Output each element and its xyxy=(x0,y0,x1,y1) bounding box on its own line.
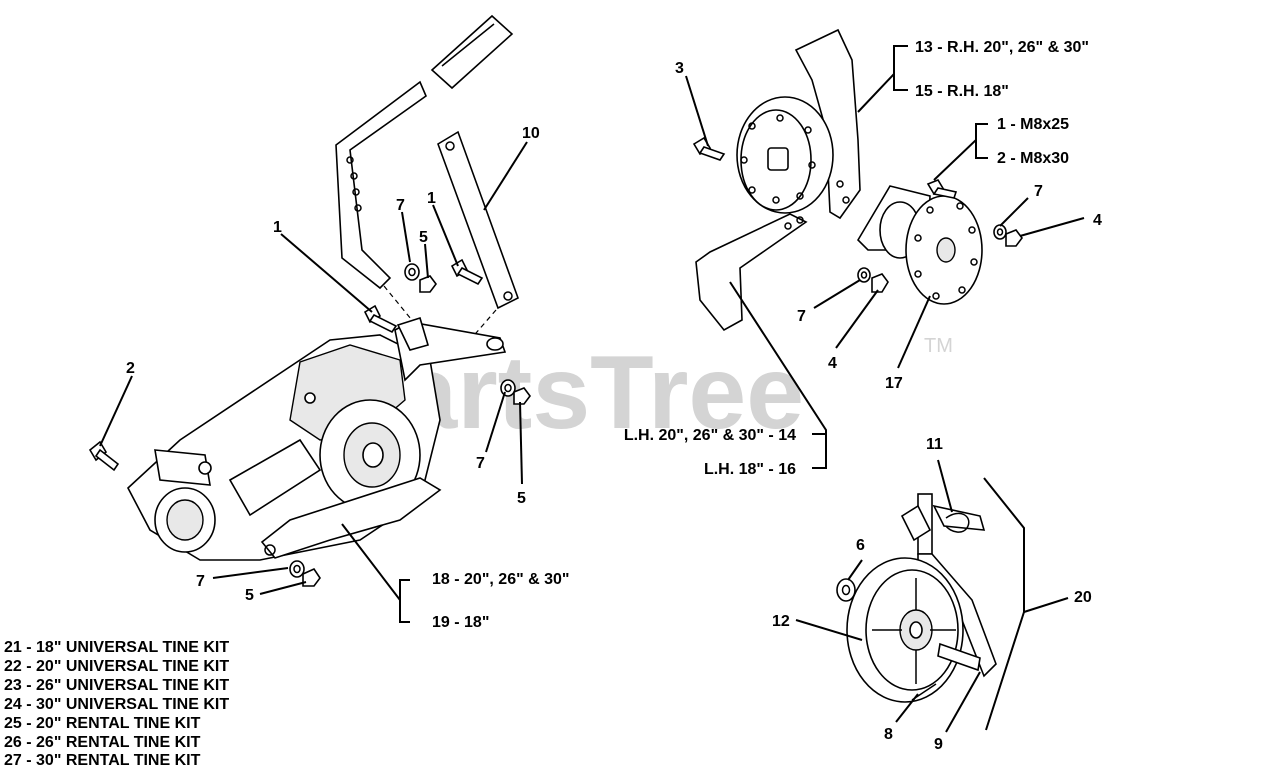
leader-9 xyxy=(945,671,981,733)
label-8: 8 xyxy=(884,726,893,743)
label-4-upper: 4 xyxy=(1093,212,1102,229)
wheel-axle xyxy=(937,642,981,672)
leader-1-handle xyxy=(280,233,373,313)
leader-5-upper xyxy=(424,243,429,279)
label-7-upper-left: 7 xyxy=(396,197,405,214)
label-7-right-lower: 7 xyxy=(797,308,806,325)
kit-item: 23 - 26" UNIVERSAL TINE KIT xyxy=(4,677,229,694)
watermark-trademark: TM xyxy=(924,335,953,357)
hairpin-pin xyxy=(945,512,970,533)
leader-4-lower xyxy=(835,289,879,349)
leader-13 xyxy=(857,45,908,113)
depth-bar xyxy=(437,130,519,341)
drawing-right-group xyxy=(685,28,1085,469)
washer-nut-shield xyxy=(289,560,321,587)
leader-7-right-upper xyxy=(999,197,1029,227)
leader-15 xyxy=(893,74,908,91)
bolt-left-gearbox xyxy=(88,440,120,472)
label-10: 10 xyxy=(522,125,540,142)
kit-item: 24 - 30" UNIVERSAL TINE KIT xyxy=(4,696,229,713)
bolt-depth-bar xyxy=(450,258,484,286)
leader-6 xyxy=(847,559,863,581)
leader-20 xyxy=(1023,597,1069,613)
lh-tine xyxy=(695,213,808,332)
label-1-m8x25: 1 - M8x25 xyxy=(997,116,1069,133)
label-5-lower: 5 xyxy=(245,587,254,604)
drawing-wheel-group xyxy=(795,459,1069,733)
leader-11 xyxy=(937,459,953,513)
leader-18 xyxy=(341,523,410,603)
label-5-upper: 5 xyxy=(419,229,428,246)
label-6: 6 xyxy=(856,537,865,554)
kit-list: 21 - 18" UNIVERSAL TINE KIT 22 - 20" UNI… xyxy=(4,639,229,769)
leader-5-lower xyxy=(259,581,307,595)
leader-20-bracket xyxy=(983,477,1025,731)
callout-labels: 1 7 5 1 10 2 7 5 7 5 18 - 20", 26" & 30"… xyxy=(126,39,1102,753)
leader-10 xyxy=(483,141,528,211)
label-11: 11 xyxy=(926,436,943,453)
label-2-m8x30: 2 - M8x30 xyxy=(997,150,1069,167)
leader-8 xyxy=(895,693,919,723)
leader-7-right-lower xyxy=(813,279,861,309)
label-20: 20 xyxy=(1074,589,1092,606)
kit-item: 27 - 30" RENTAL TINE KIT xyxy=(4,752,201,769)
kit-item: 22 - 20" UNIVERSAL TINE KIT xyxy=(4,658,229,675)
bolt-hub-right xyxy=(926,179,958,199)
label-1-bracket: 1 xyxy=(427,190,436,207)
label-17: 17 xyxy=(885,375,903,392)
drawing-left-group xyxy=(88,14,531,623)
leader-7-upper xyxy=(401,211,411,263)
label-2-left: 2 xyxy=(126,360,135,377)
leader-1-m8x25 xyxy=(933,123,988,181)
tine-hub-right xyxy=(856,185,983,305)
label-3: 3 xyxy=(675,60,684,77)
bolt-upper-gearbox xyxy=(363,304,398,334)
leader-4-upper xyxy=(1019,217,1085,237)
kit-item: 25 - 20" RENTAL TINE KIT xyxy=(4,715,201,732)
tine-hub-left xyxy=(736,96,834,214)
label-4-lower: 4 xyxy=(828,355,837,372)
wheel xyxy=(846,557,964,703)
leader-1-bracket xyxy=(432,204,459,267)
label-5-mid: 5 xyxy=(517,490,526,507)
leader-5-mid xyxy=(519,401,523,485)
washer-nut-handle xyxy=(404,263,437,293)
leader-7-lower xyxy=(212,567,289,579)
gearbox-housing xyxy=(127,316,507,561)
label-9: 9 xyxy=(934,736,943,753)
label-18: 18 - 20", 26" & 30" xyxy=(432,571,570,588)
label-13: 13 - R.H. 20", 26" & 30" xyxy=(915,39,1089,56)
leader-17 xyxy=(897,295,931,369)
rh-tine xyxy=(794,28,861,220)
label-14: L.H. 20", 26" & 30" - 14 xyxy=(624,427,796,444)
leader-2-m8x30 xyxy=(975,140,988,159)
wheel-washer xyxy=(836,578,856,602)
label-12: 12 xyxy=(772,613,790,630)
leader-7-mid xyxy=(485,391,506,453)
label-16: L.H. 18" - 16 xyxy=(704,461,796,478)
washer-nut-hub-outer xyxy=(993,224,1023,247)
leader-2 xyxy=(99,375,133,447)
label-7-mid: 7 xyxy=(476,455,485,472)
handle-grip xyxy=(430,14,514,90)
leader-19 xyxy=(399,600,410,623)
label-7-right-upper: 7 xyxy=(1034,183,1043,200)
label-15: 15 - R.H. 18" xyxy=(915,83,1009,100)
leader-12 xyxy=(795,619,863,641)
bolt-hub-left xyxy=(692,136,726,161)
label-19: 19 - 18" xyxy=(432,614,489,631)
label-1-handle: 1 xyxy=(273,219,282,236)
kit-item: 26 - 26" RENTAL TINE KIT xyxy=(4,734,201,751)
kit-item: 21 - 18" UNIVERSAL TINE KIT xyxy=(4,639,229,656)
washer-nut-hub-inner xyxy=(857,267,889,293)
label-7-lower-left: 7 xyxy=(196,573,205,590)
leader-3 xyxy=(685,75,709,147)
leader-16 xyxy=(812,430,827,469)
